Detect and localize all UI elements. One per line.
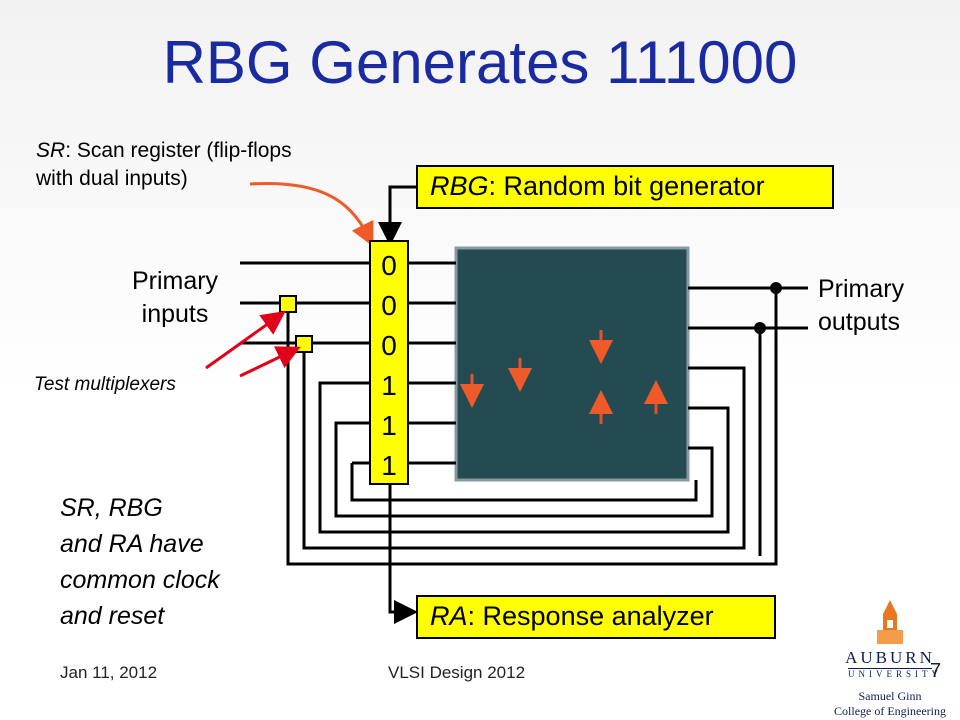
ra-prefix: RA <box>430 601 468 631</box>
common-note-line1: SR, RBG <box>60 494 163 522</box>
tower-icon <box>877 600 903 644</box>
sr-bit: 0 <box>381 290 397 321</box>
mux-pointer-2 <box>239 346 301 378</box>
sr-bit: 1 <box>381 370 397 401</box>
common-note-line4: and reset <box>60 602 165 630</box>
logo-line4: College of Engineering <box>834 704 946 718</box>
sr-note: SR: Scan register (flip-flops with dual … <box>36 137 292 194</box>
test-mux-1 <box>279 295 297 313</box>
test-mux-2 <box>295 335 313 353</box>
sr-note-rest: : Scan register (flip-flops <box>65 139 292 162</box>
ra-box: RA: Response analyzer <box>416 595 776 639</box>
signal-arrows <box>460 330 668 424</box>
slide-title: RBG Generates 111000 <box>162 29 798 96</box>
output-junction-2 <box>754 322 766 334</box>
sr-pointer <box>249 181 374 247</box>
logo-line2: UNIVERSITY <box>848 668 942 679</box>
sr-bit: 1 <box>381 410 397 441</box>
test-mux-label: Test multiplexers <box>34 374 176 395</box>
rbg-box: RBG: Random bit generator <box>416 165 834 209</box>
footer-date: Jan 11, 2012 <box>60 663 158 682</box>
sr-bit: 0 <box>381 330 397 361</box>
page-number: 7 <box>930 660 942 682</box>
logo-line3: Samuel Ginn <box>858 689 922 703</box>
ra-rest: : Response analyzer <box>467 601 714 631</box>
circuit-under-test <box>454 246 690 482</box>
primary-outputs-line2: outputs <box>818 307 901 336</box>
primary-inputs-line1: Primary <box>131 267 219 295</box>
common-note-line3: common clock <box>60 566 220 594</box>
common-note: SR, RBG and RA have common clock and res… <box>60 490 220 634</box>
logo-line1: AUBURN <box>845 648 935 667</box>
sr-note-line2: with dual inputs) <box>36 167 188 191</box>
mux-pointer-1 <box>205 311 286 370</box>
sr-bit: 1 <box>381 450 397 481</box>
primary-inputs-line2: inputs <box>141 299 209 328</box>
scan-register: 0 0 0 1 1 1 <box>369 240 409 485</box>
primary-outputs-label: Primary outputs <box>818 273 904 338</box>
sr-note-prefix: SR <box>36 139 66 162</box>
footer-center: VLSI Design 2012 <box>388 663 526 682</box>
sr-bit: 0 <box>381 250 397 281</box>
wires <box>240 185 808 624</box>
rbg-rest: : Random bit generator <box>488 171 765 201</box>
auburn-logo: AUBURN UNIVERSITY Samuel Ginn College of… <box>830 600 950 719</box>
primary-inputs-label: Primary inputs <box>110 265 240 330</box>
primary-outputs-line1: Primary <box>818 275 905 303</box>
rbg-prefix: RBG <box>430 171 489 201</box>
output-junction-1 <box>770 282 782 294</box>
common-note-line2: and RA have <box>60 530 204 558</box>
